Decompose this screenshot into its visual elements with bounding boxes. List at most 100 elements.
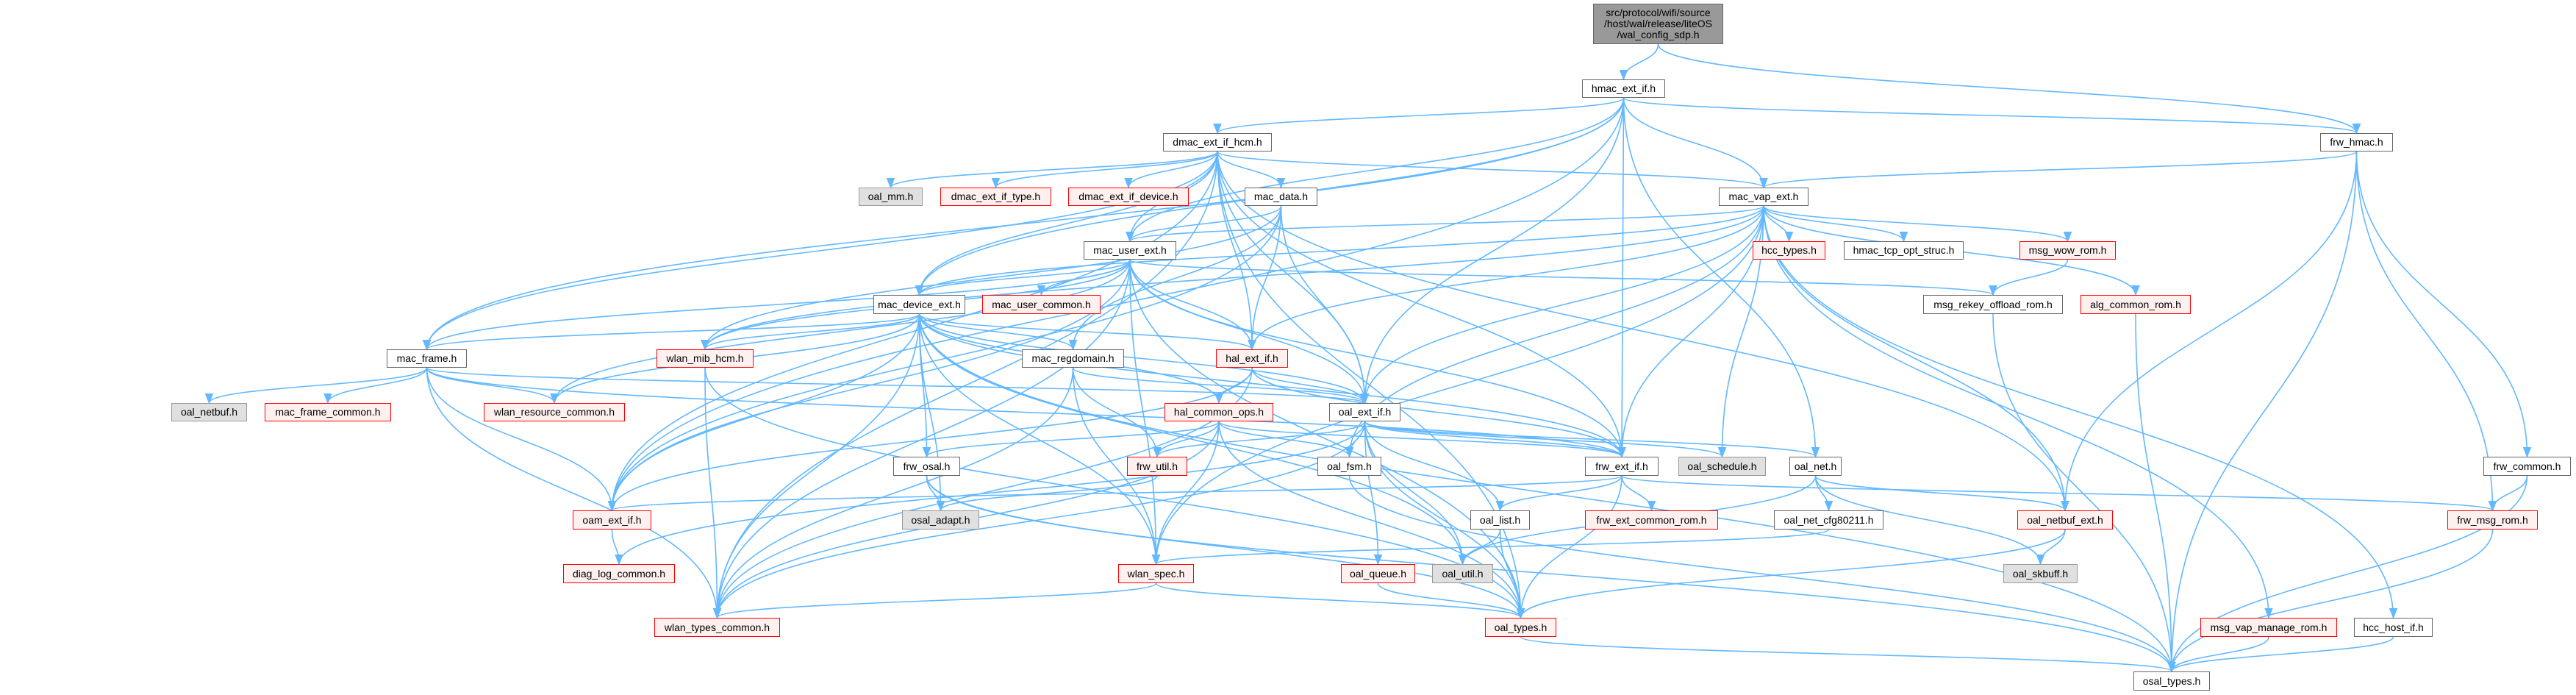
node-frw-ext-if[interactable]: frw_ext_if.h [1585, 457, 1659, 476]
edge-mac_device_ext-to-oal_ext_if [918, 313, 1370, 404]
node-msg-vap-manage-rom[interactable]: msg_vap_manage_rom.h [2200, 618, 2337, 637]
node-label: mac_device_ext.h [878, 298, 961, 310]
node-hal-common-ops[interactable]: hal_common_ops.h [1164, 403, 1273, 421]
node-wlan-resource-common[interactable]: wlan_resource_common.h [484, 403, 625, 421]
node-label: hcc_host_if.h [2363, 621, 2424, 633]
node-label: oal_list.h [1479, 513, 1521, 526]
node-dmac-ext-if-device[interactable]: dmac_ext_if_device.h [1068, 188, 1189, 206]
edge-mac_device_ext-to-hal_ext_if [918, 313, 1256, 351]
node-oal-net[interactable]: oal_net.h [1789, 457, 1842, 476]
node-oal-list[interactable]: oal_list.h [1470, 510, 1530, 530]
node-oal-netbuf-ext[interactable]: oal_netbuf_ext.h [2017, 510, 2113, 530]
edge-mac_vap_ext-to-oal_netbuf_ext [1763, 205, 2069, 512]
node-label: msg_vap_manage_rom.h [2210, 621, 2328, 633]
node-msg-wow-rom[interactable]: msg_wow_rom.h [2019, 241, 2116, 260]
node-frw-common[interactable]: frw_common.h [2483, 457, 2571, 476]
node-mac-frame[interactable]: mac_frame.h [387, 349, 467, 368]
edge-mac_vap_ext-to-hmac_tcp_opt_struc [1763, 205, 1908, 243]
node-label: mac_user_common.h [992, 298, 1091, 310]
edge-hmac_ext_if-to-dmac_ext_if_hcm [1213, 97, 1625, 135]
edge-frw_osal-to-oal_types [926, 475, 1525, 619]
node-label: frw_hmac.h [2330, 136, 2383, 148]
edge-oal_net_cfg80211-to-wlan_spec [1152, 529, 1830, 566]
edge-mac_user_ext-to-wlan_resource_common [550, 259, 1131, 404]
node-mac-device-ext[interactable]: mac_device_ext.h [873, 295, 965, 314]
edge-frw_util-to-osal_adapt [936, 475, 1158, 512]
node-osal-adapt: osal_adapt.h [902, 510, 979, 530]
edge-oal_netbuf_ext-to-oal_types [1516, 529, 2066, 619]
node-frw-hmac[interactable]: frw_hmac.h [2320, 133, 2393, 152]
node-msg-rekey-offload-rom[interactable]: msg_rekey_offload_rom.h [1923, 295, 2063, 314]
node-mac-user-common[interactable]: mac_user_common.h [982, 295, 1101, 314]
edge-oal_ext_if-to-oal_list [1364, 421, 1505, 512]
edge-mac_frame-to-mac_frame_common [323, 367, 428, 404]
node-mac-user-ext[interactable]: mac_user_ext.h [1084, 241, 1176, 260]
node-label: mac_frame.h [396, 352, 457, 364]
edge-frw_ext_if-to-frw_ext_common_rom [1621, 475, 1656, 512]
edge-mac_device_ext-to-mac_regdomain [918, 313, 1078, 351]
node-label: hmac_tcp_opt_struc.h [1853, 244, 1955, 256]
node-frw-msg-rom[interactable]: frw_msg_rom.h [2447, 510, 2538, 530]
node-root: src/protocol/wifi/source /host/wal/relea… [1593, 4, 1723, 44]
edge-mac_data-to-oal_ext_if [1280, 205, 1370, 404]
edge-oal_queue-to-oal_types [1377, 582, 1525, 619]
edge-frw_msg_rom-to-osal_types [2167, 529, 2494, 673]
edge-oal_ext_if-to-oal_queue [1364, 421, 1383, 566]
node-label: oal_schedule.h [1687, 460, 1757, 472]
edge-mac_regdomain-to-oal_ext_if [1072, 367, 1370, 404]
node-label: frw_common.h [2493, 460, 2561, 472]
node-mac-frame-common[interactable]: mac_frame_common.h [265, 403, 391, 421]
node-oal-fsm[interactable]: oal_fsm.h [1317, 457, 1381, 476]
node-label: oal_queue.h [1349, 567, 1407, 580]
node-mac-data[interactable]: mac_data.h [1245, 188, 1317, 206]
node-dmac-ext-if-hcm[interactable]: dmac_ext_if_hcm.h [1163, 133, 1272, 152]
node-label: frw_msg_rom.h [2457, 513, 2528, 526]
node-osal-types[interactable]: osal_types.h [2133, 671, 2210, 691]
node-hmac-ext-if[interactable]: hmac_ext_if.h [1582, 79, 1665, 98]
edge-dmac_ext_if_hcm-to-mac_device_ext [915, 151, 1218, 296]
node-oal-types[interactable]: oal_types.h [1485, 618, 1556, 637]
node-hcc-host-if[interactable]: hcc_host_if.h [2354, 618, 2433, 637]
node-hmac-tcp-opt-struc[interactable]: hmac_tcp_opt_struc.h [1844, 241, 1964, 260]
node-label: osal_types.h [2142, 674, 2201, 687]
node-label: frw_util.h [1136, 460, 1178, 472]
node-frw-osal[interactable]: frw_osal.h [893, 457, 960, 476]
node-mac-vap-ext[interactable]: mac_vap_ext.h [1719, 188, 1808, 206]
edge-dmac_ext_if_hcm-to-dmac_ext_if_type [991, 151, 1218, 189]
edge-oal_ext_if-to-oal_types [1364, 421, 1525, 619]
node-oal-queue[interactable]: oal_queue.h [1341, 564, 1415, 583]
edge-frw_hmac-to-osal_types [2167, 151, 2358, 673]
edge-mac_device_ext-to-mac_frame [423, 313, 920, 351]
node-label: oal_mm.h [867, 190, 914, 202]
node-mac-regdomain[interactable]: mac_regdomain.h [1022, 349, 1124, 368]
edge-mac_user_ext-to-mac_device_ext [915, 259, 1131, 296]
node-hcc-types[interactable]: hcc_types.h [1753, 241, 1825, 260]
edge-oal_ext_if-to-oal_schedule [1364, 421, 1726, 458]
edge-oal_fsm-to-osal_types [1348, 475, 2176, 673]
node-label: oal_types.h [1494, 621, 1548, 633]
node-label: mac_regdomain.h [1031, 352, 1115, 364]
edge-hal_common_ops-to-frw_osal [922, 421, 1220, 458]
node-alg-common-rom[interactable]: alg_common_rom.h [2081, 295, 2191, 314]
edge-mac_vap_ext-to-hal_ext_if [1248, 205, 1764, 351]
node-oal-ext-if[interactable]: oal_ext_if.h [1329, 403, 1400, 421]
node-wlan-types-common[interactable]: wlan_types_common.h [654, 618, 780, 637]
node-frw-util[interactable]: frw_util.h [1127, 457, 1187, 476]
edge-root-to-frw_hmac [1657, 43, 2361, 135]
node-wlan-mib-hcm[interactable]: wlan_mib_hcm.h [656, 349, 754, 368]
node-label: oal_netbuf.h [180, 406, 238, 418]
node-frw-ext-common-rom[interactable]: frw_ext_common_rom.h [1585, 510, 1718, 530]
node-hal-ext-if[interactable]: hal_ext_if.h [1216, 349, 1288, 368]
node-label: mac_vap_ext.h [1728, 190, 1799, 202]
node-diag-log-common[interactable]: diag_log_common.h [563, 564, 675, 583]
edge-mac_regdomain-to-wlan_spec [1072, 367, 1161, 566]
edge-root-to-hmac_ext_if [1619, 43, 1659, 81]
node-label: hcc_types.h [1761, 244, 1817, 256]
node-dmac-ext-if-type[interactable]: dmac_ext_if_type.h [940, 188, 1051, 206]
edge-dmac_ext_if_hcm-to-frw_ext_if [1217, 151, 1626, 458]
edge-hmac_ext_if-to-mac_user_ext [1126, 97, 1625, 243]
node-wlan-spec[interactable]: wlan_spec.h [1118, 564, 1194, 583]
node-oal-net-cfg80211[interactable]: oal_net_cfg80211.h [1774, 510, 1883, 530]
edge-mac_device_ext-to-wlan_mib_hcm [701, 313, 920, 351]
node-oam-ext-if[interactable]: oam_ext_if.h [573, 510, 651, 530]
